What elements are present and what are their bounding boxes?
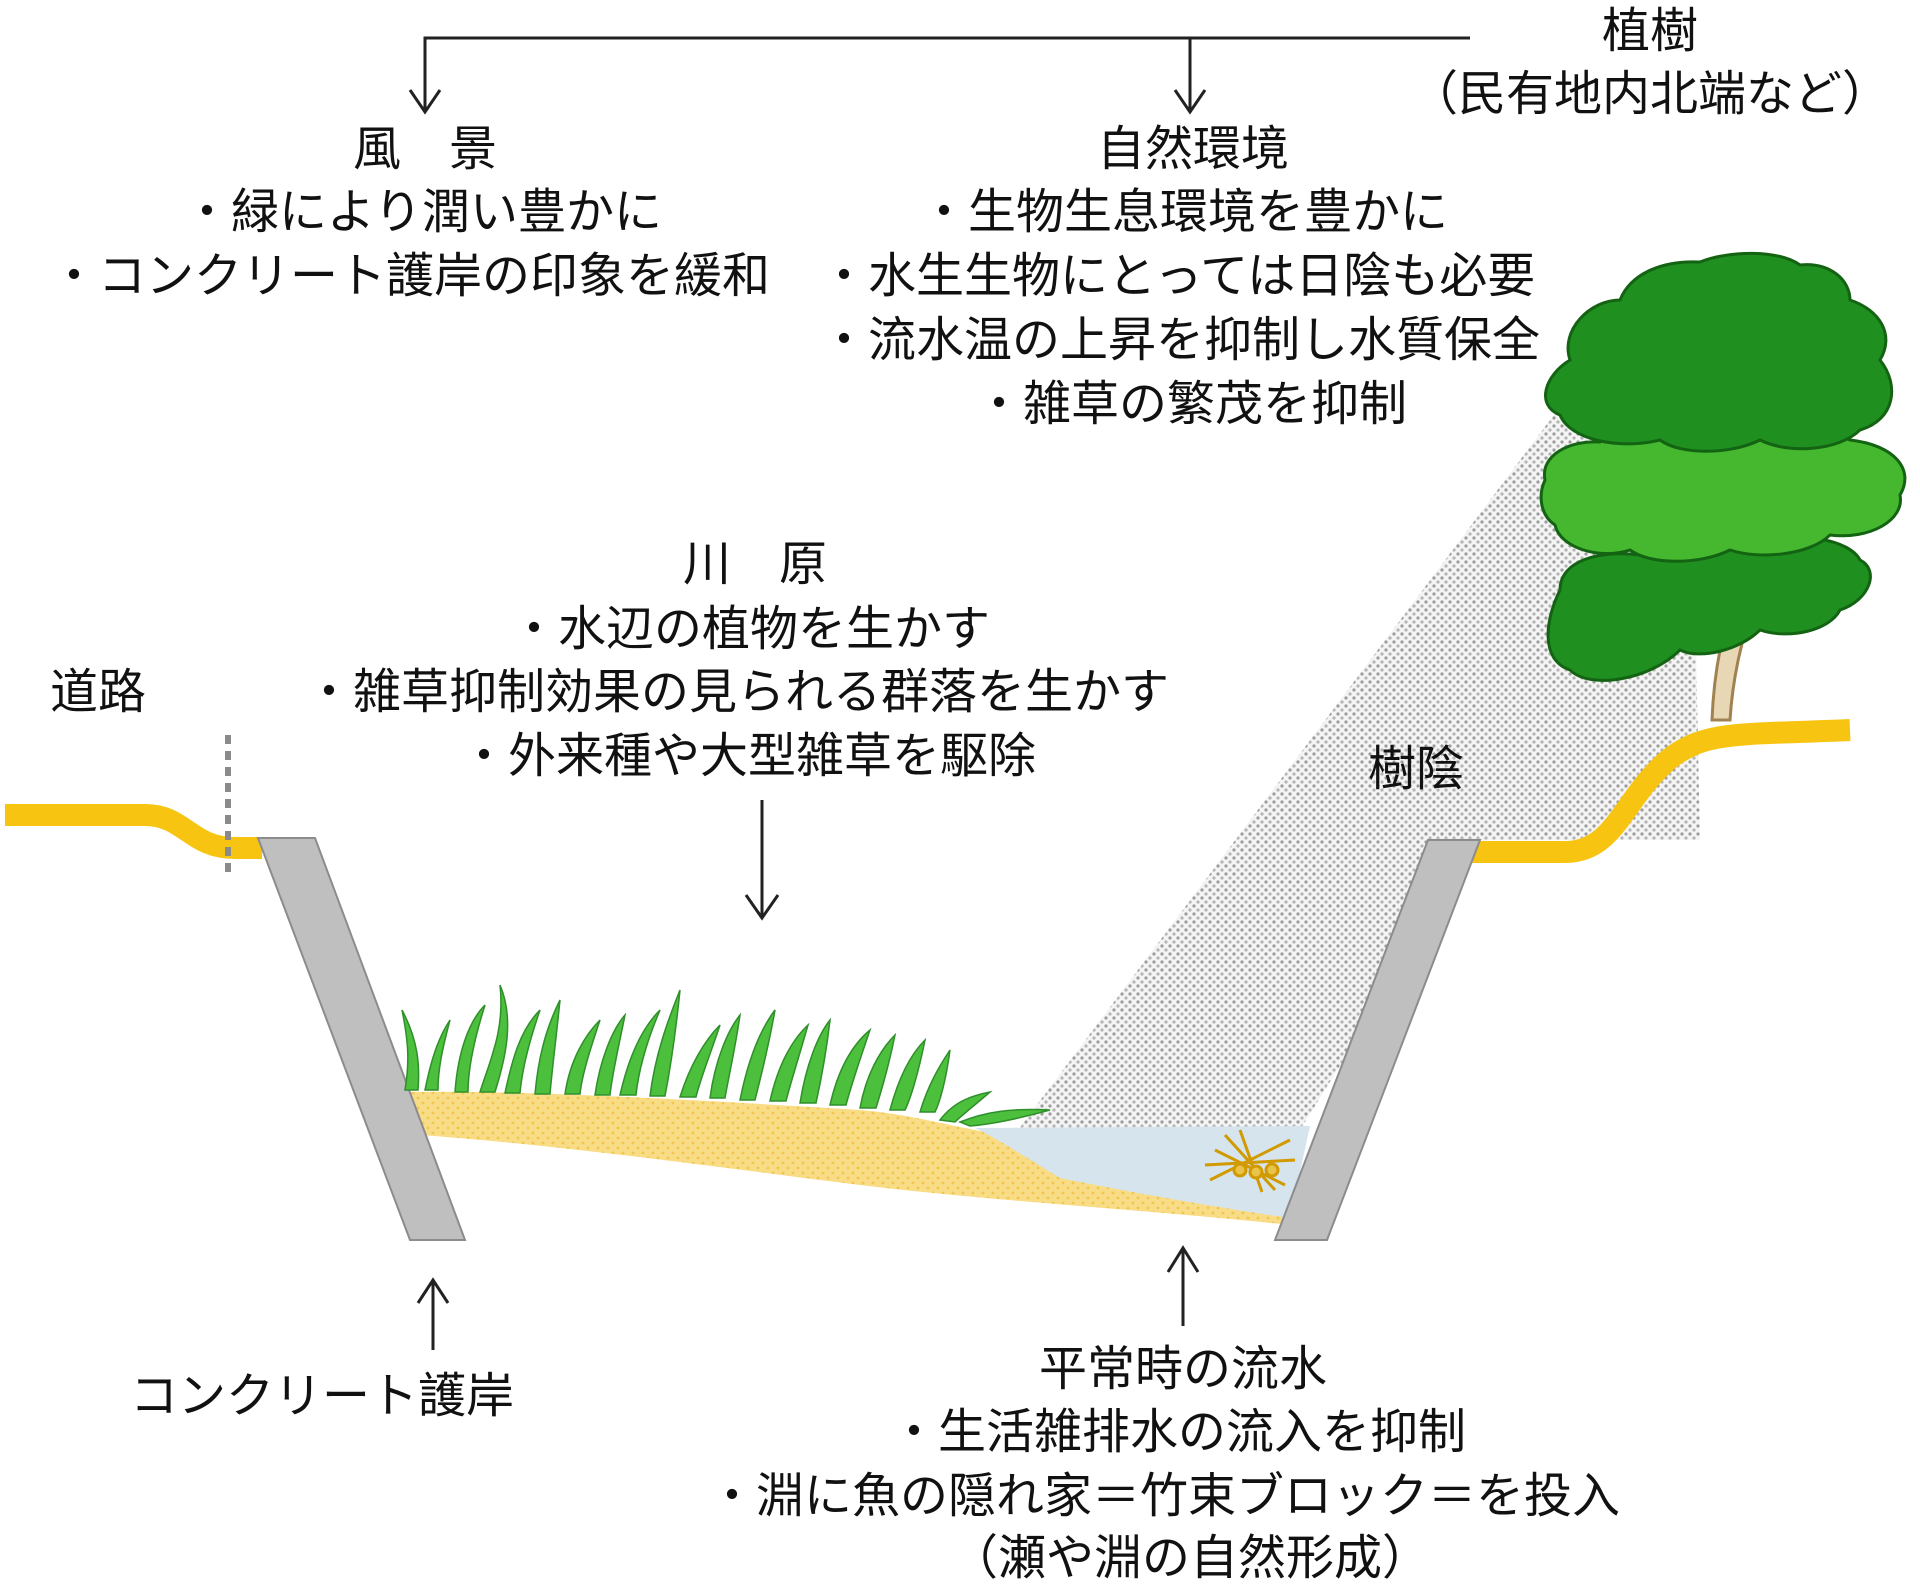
tree-canopy-upper [1544,251,1894,453]
planting-label-group: 植樹 （民有地内北端など） [1410,3,1890,122]
riverbed-label-group: 川 原 ・水辺の植物を生かす ・雑草抑制効果の見られる群落を生かす ・外来種や大… [305,536,1169,784]
planting-title: 植樹 [1602,3,1698,59]
nature-item: ・生物生息環境を豊かに [920,184,1448,240]
shade-label: 樹陰 [1368,741,1464,797]
tree-shade-area [1018,360,1700,1130]
scenery-item: ・コンクリート護岸の印象を緩和 [50,248,770,304]
riverbed-arrowhead-icon [744,894,780,921]
nature-label-group: 自然環境 ・生物生息環境を豊かに ・水生生物にとっては日陰も必要 ・流水温の上昇… [820,121,1540,432]
flow-title: 平常時の流水 [1039,1341,1327,1397]
riverbed-item: ・水辺の植物を生かす [510,601,990,657]
road-ground-left [5,804,262,859]
scenery-label-group: 風 景 ・緑により潤い豊かに ・コンクリート護岸の印象を緩和 [50,121,770,304]
revetment-label: コンクリート護岸 [130,1368,514,1424]
riverbed-grass [401,984,1051,1127]
riverbed-sand [408,1091,1290,1225]
nature-item: ・水生生物にとっては日陰も必要 [820,248,1535,304]
revetment-arrowhead-icon [416,1277,450,1304]
concrete-revetment-left [256,837,467,1241]
scenery-title: 風 景 [353,121,497,177]
normal-flow-water [975,1126,1310,1218]
nature-arrowhead-icon [1173,89,1207,115]
flow-arrowhead-icon [1166,1245,1200,1273]
nature-item: ・流水温の上昇を抑制し水質保全 [820,312,1540,368]
scenery-arrowhead-icon [408,89,442,115]
concrete-revetment-right [1273,839,1482,1241]
flow-item: ・生活雑排水の流入を抑制 [890,1404,1466,1460]
bamboo-bundle-block [1204,1129,1296,1193]
riverbed-item: ・雑草抑制効果の見られる群落を生かす [305,664,1169,720]
riverbed-item: ・外来種や大型雑草を駆除 [460,728,1036,784]
tree [1539,251,1907,722]
road-label: 道路 [50,664,146,720]
riverbed-title: 川 原 [683,536,827,592]
nature-item: ・雑草の繁茂を抑制 [975,376,1407,432]
arrows [408,36,1470,1350]
tree-canopy-lower [1546,536,1872,682]
scenery-item: ・緑により潤い豊かに [183,184,662,240]
flow-label-group: 平常時の流水 ・生活雑排水の流入を抑制 ・淵に魚の隠れ家＝竹束ブロック＝を投入 … [708,1341,1620,1586]
flow-item: （瀬や淵の自然形成） [950,1530,1430,1586]
planting-connector-line [423,36,1470,110]
flow-item: ・淵に魚の隠れ家＝竹束ブロック＝を投入 [708,1468,1620,1524]
ground-right [1470,719,1851,863]
planting-subtitle: （民有地内北端など） [1410,66,1890,122]
nature-title: 自然環境 [1097,121,1289,177]
